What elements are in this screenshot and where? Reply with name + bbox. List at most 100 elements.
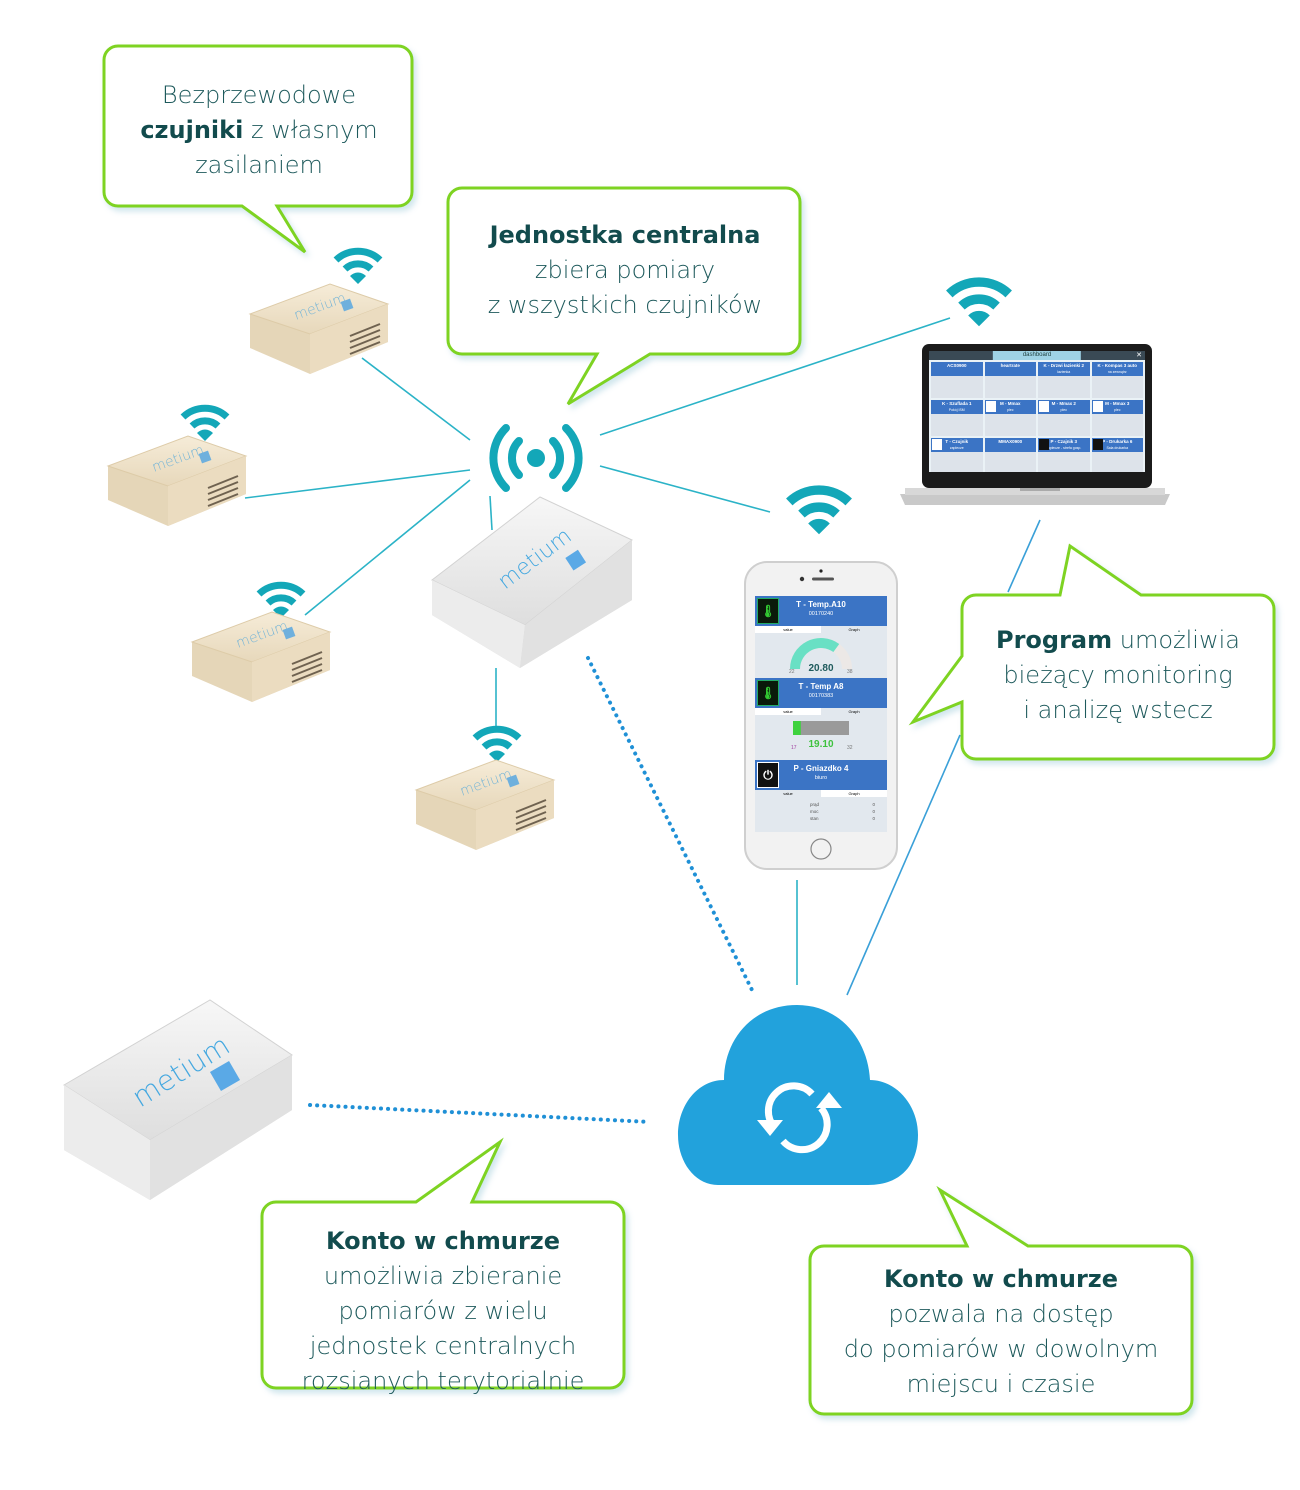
tile-title: MMAX0900	[998, 439, 1023, 444]
tab-graph[interactable]: Graph	[848, 709, 860, 714]
reading-value: 0	[872, 802, 875, 807]
reading-value: 0	[872, 816, 875, 821]
tile-subtitle: zaplecze	[949, 446, 964, 450]
tile-title: heartrate	[1000, 363, 1020, 368]
wifi-icon	[333, 247, 383, 284]
dashboard-tile[interactable]: K - Kompas 3 auto na zewnątrz	[1091, 362, 1143, 398]
tile-title: K - Drzwi łazienki 2	[1043, 363, 1084, 368]
gauge-value: 20.80	[808, 663, 833, 674]
wifi-icon	[472, 725, 522, 762]
dashboard-tile[interactable]: MMAX0900	[984, 438, 1036, 472]
plug-icon: ⏻	[757, 762, 779, 788]
phone-app-screen: 🌡 T - Temp.A10 00170240 value Graph 20.8…	[755, 596, 887, 832]
reading-label: prąd	[810, 802, 820, 807]
connector-lines	[244, 317, 1041, 996]
bar-value: 19.10	[808, 739, 833, 750]
card-header: 🌡 T - Temp.A10 00170240	[755, 596, 887, 626]
central-unit-main: metium	[431, 496, 633, 668]
home-button[interactable]	[810, 838, 832, 860]
tab-value[interactable]: value	[783, 791, 793, 796]
dotted-remote-cloud	[308, 1103, 652, 1124]
card-subtitle: 00170240	[808, 611, 834, 617]
phone-sensor-card[interactable]: 🌡 T - Temp.A10 00170240 value Graph 20.8…	[755, 596, 887, 675]
tile-title: ACS0900	[946, 363, 967, 368]
bubble-line: zasilaniem	[195, 151, 323, 179]
thermometer-icon	[1039, 401, 1049, 412]
bar-max: 32	[847, 745, 853, 751]
close-icon[interactable]: ✕	[1136, 352, 1142, 359]
card-body: 20.80 22 38	[755, 633, 887, 675]
tile-subtitle: Sala drukarka	[1106, 446, 1129, 450]
tile-header: heartrate	[984, 362, 1036, 376]
sensor-device: metium	[414, 759, 556, 850]
reading-row: prąd 0	[755, 801, 887, 808]
bubble-line: z wszystkich czujników	[487, 291, 763, 319]
card-title: T - Temp A8	[798, 682, 844, 691]
link-sensor-3	[304, 479, 471, 616]
tile-subtitle: na zewnątrz	[1107, 370, 1127, 374]
tile-title: M - Mmax 2	[1051, 401, 1076, 406]
tab-value[interactable]: value	[755, 626, 821, 633]
thermometer-icon	[1092, 401, 1103, 412]
bubble-line: Konto w chmurze	[262, 1224, 624, 1259]
thermometer-icon	[985, 401, 996, 412]
link-laptop	[599, 317, 951, 436]
bubble-emphasis: czujniki	[140, 116, 244, 144]
card-tabs: value Graph	[755, 708, 887, 715]
tab-value[interactable]: value	[755, 708, 821, 715]
tile-title: T - Czujnik	[945, 439, 969, 444]
qr-code-icon	[565, 549, 587, 571]
sensor-device: metium	[190, 611, 332, 702]
tab-graph[interactable]: Graph	[821, 790, 887, 797]
bubble-emphasis: Jednostka centralna	[489, 221, 761, 249]
gauge-min: 22	[789, 669, 795, 675]
bubble-line: rozsianych terytorialnie	[301, 1367, 585, 1395]
reading-label: moc	[810, 809, 819, 814]
link-sensor-1	[361, 357, 471, 441]
bubble-line: pozwala na dostęp	[888, 1300, 1114, 1328]
sync-icon	[764, 1082, 831, 1154]
tile-header: P - Czajnik 3 zaplecze - strefa gosp.	[1038, 438, 1090, 452]
tab-graph[interactable]: Graph	[848, 627, 860, 632]
dotted-links	[308, 656, 754, 1124]
bar-min: 17	[791, 745, 797, 751]
tile-subtitle: zaplecze - strefa gosp.	[1046, 446, 1082, 450]
card-subtitle: biuro	[814, 775, 828, 781]
tile-header: ACS0900	[931, 362, 983, 376]
tile-header: MMAX0900	[984, 438, 1036, 452]
bubble-cloud-collect	[260, 1137, 626, 1390]
wifi-icons	[180, 247, 1012, 762]
thermometer-icon	[932, 439, 942, 450]
dashboard-tile[interactable]: heartrate	[984, 362, 1036, 398]
link-laptop-cloud	[1007, 519, 1041, 593]
bubble-emphasis: Konto w chmurze	[325, 1227, 561, 1255]
bubble-line: umożliwia zbieranie	[323, 1262, 563, 1290]
dashboard-tile[interactable]: ACS0900	[931, 362, 983, 398]
sensors: metium metium metium metium	[106, 283, 556, 850]
dashboard-tile[interactable]: T - Czujnik zaplecze	[931, 438, 983, 472]
sensor-device: metium	[106, 435, 248, 526]
tile-title: K - Kompas 3 auto	[1097, 363, 1137, 368]
tile-title: P - Czajnik 3	[1050, 439, 1077, 444]
dashboard-tile[interactable]: P - Czajnik 3 zaplecze - strefa gosp.	[1038, 438, 1090, 472]
phone-sensor-card[interactable]: 🌡 T - Temp A8 00170383 value Graph 19.10…	[755, 678, 887, 757]
tile-subtitle: plec	[1007, 408, 1014, 412]
bubble-program	[908, 543, 1276, 761]
card-tabs: value Graph	[755, 626, 887, 633]
